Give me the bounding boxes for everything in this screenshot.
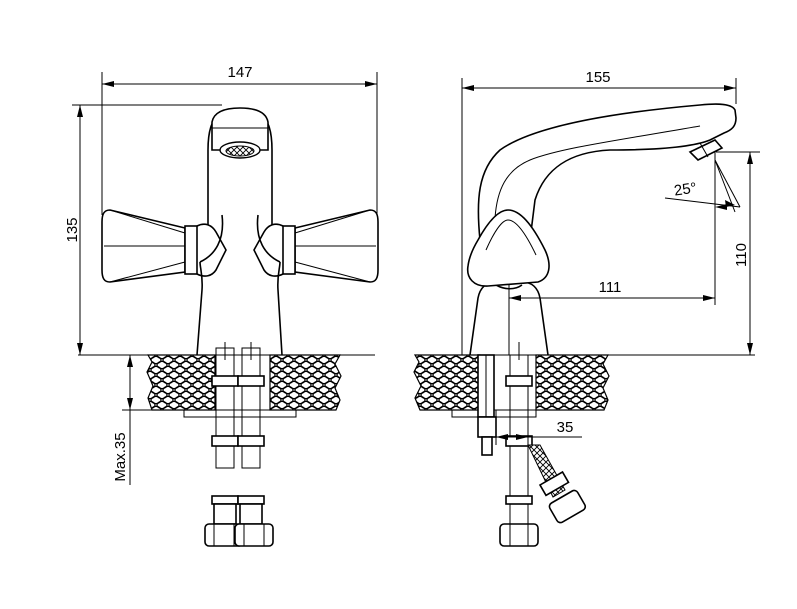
side-countertop-right bbox=[535, 354, 610, 411]
side-view: 155 110 111 25° bbox=[413, 69, 760, 547]
label-side-height: 110 bbox=[733, 243, 750, 267]
side-spout bbox=[477, 103, 737, 241]
label-reach: 111 bbox=[599, 279, 622, 296]
side-countertop-left bbox=[413, 354, 481, 411]
label-front-height: 135 bbox=[64, 217, 81, 242]
dimension-front-height: 135 bbox=[64, 104, 222, 355]
side-lever-handle bbox=[466, 209, 550, 287]
front-view: 147 135 Max.35 bbox=[64, 64, 379, 547]
label-side-width: 155 bbox=[585, 69, 610, 86]
dimension-front-width: 147 bbox=[101, 64, 378, 215]
dimension-side-height: 110 bbox=[716, 151, 760, 355]
front-hoses bbox=[204, 342, 274, 547]
front-aerator bbox=[211, 107, 269, 151]
dimension-reach: 111 bbox=[508, 152, 716, 355]
label-angle: 25° bbox=[673, 180, 698, 200]
label-max-countertop: Max.35 bbox=[112, 432, 129, 481]
dimension-angle: 25° bbox=[664, 159, 741, 213]
dimension-max-countertop: Max.35 bbox=[112, 355, 184, 485]
dimension-side-width: 155 bbox=[461, 69, 737, 355]
dimension-side-depth: 35 bbox=[495, 410, 582, 445]
side-hoses bbox=[477, 342, 587, 547]
label-side-depth: 35 bbox=[557, 419, 574, 436]
front-countertop-left bbox=[146, 354, 216, 411]
front-countertop-right bbox=[269, 354, 342, 411]
label-front-width: 147 bbox=[227, 64, 252, 81]
